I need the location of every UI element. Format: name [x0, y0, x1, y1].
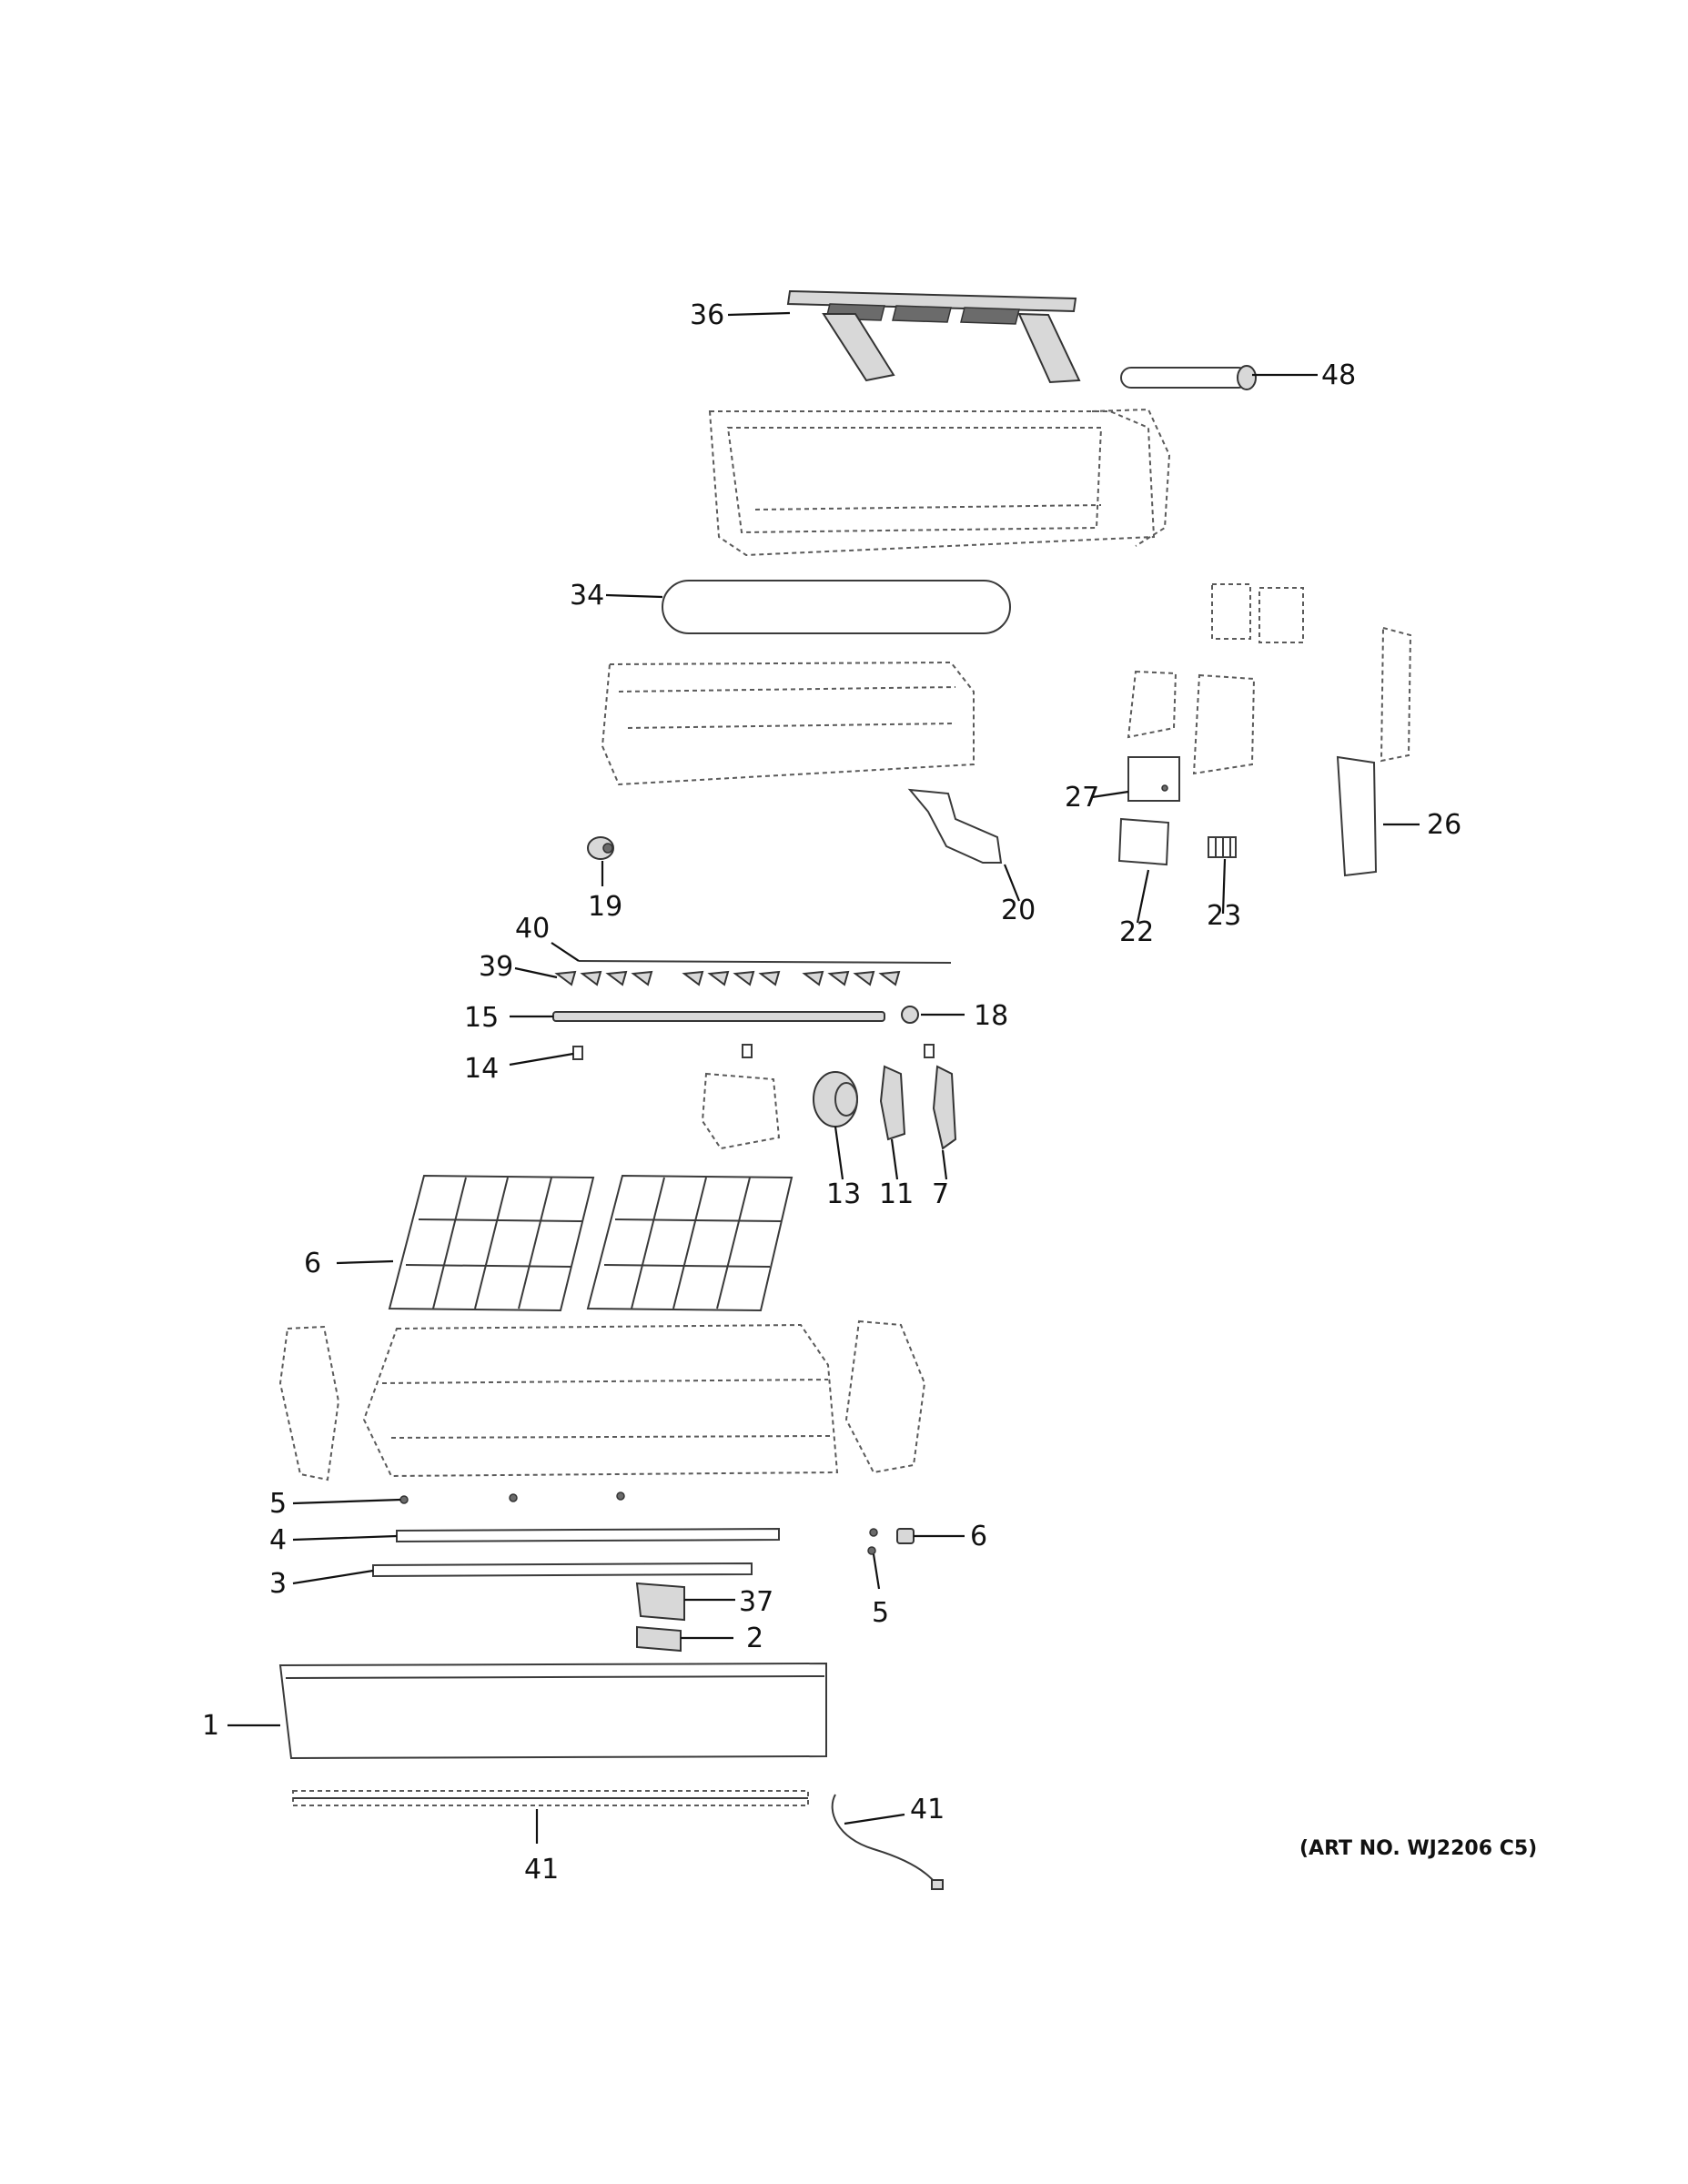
- callout-14: 7: [932, 1178, 949, 1210]
- louver-motor-part: [901, 1006, 919, 1024]
- callout-18: 14: [464, 1053, 499, 1085]
- front-panel-part: [278, 1662, 827, 1760]
- front-frame-part: [278, 1320, 926, 1481]
- callout-38: 39: [479, 951, 513, 983]
- callout-6: 6: [970, 1521, 987, 1552]
- display-pcb-part: [635, 1582, 685, 1622]
- callout-7: 5: [269, 1488, 287, 1520]
- control-board-part: [1127, 756, 1180, 802]
- callout-19: 15: [464, 1002, 499, 1034]
- louver-rail-part: [552, 1011, 885, 1022]
- vertical-louvers-part: [554, 970, 901, 986]
- screws-part: [399, 1491, 625, 1504]
- callout-13: 13: [826, 1178, 861, 1210]
- switch-part: [867, 1528, 878, 1555]
- callout-48: 48: [1321, 359, 1356, 391]
- power-cable-part: [831, 1794, 944, 1890]
- lower-horizontal-louver-part: [372, 1562, 753, 1578]
- stepper-motor-part: [896, 1528, 915, 1544]
- bearing-part: [587, 836, 614, 860]
- callout-25: 23: [1207, 900, 1241, 932]
- chassis-part: [708, 408, 1171, 557]
- display-board-part: [1336, 755, 1378, 877]
- art-number-label: (ART NO. WJ2206 C5): [1299, 1837, 1538, 1860]
- callout-36: 36: [690, 299, 724, 331]
- fan-motor-bracket-part: [701, 1072, 781, 1150]
- callout-4: 4: [269, 1524, 287, 1556]
- blower-wheel-part: [662, 580, 1011, 634]
- callout-24: 22: [1119, 916, 1154, 948]
- leader-lines: [227, 311, 1420, 1844]
- mounting-plate-part: [786, 289, 1081, 384]
- terminal-block-part: [1208, 836, 1237, 858]
- callout-22: 19: [588, 891, 622, 923]
- motor-holder-part: [879, 1065, 906, 1141]
- bearing-clips-part: [572, 1044, 935, 1060]
- fan-motor-part: [813, 1071, 858, 1127]
- motor-cover-part: [932, 1065, 957, 1150]
- louver-link-rod-part: [578, 960, 952, 964]
- control-box-covers-part: [1127, 583, 1412, 775]
- drain-bracket-part: [907, 788, 1003, 864]
- callout-labels: 36 48 34 27 26 19 20 22 23 40 39 15 18 1…: [202, 299, 1461, 1886]
- grille-strip-part: [292, 1790, 809, 1806]
- callout-26: 26: [1427, 809, 1461, 841]
- receiver-pcb-part: [636, 1625, 682, 1653]
- callout-11: 6: [304, 1248, 321, 1279]
- callout-34: 34: [570, 580, 604, 612]
- callout-37: 37: [739, 1586, 773, 1618]
- callout-20: 18: [974, 1000, 1008, 1032]
- callout-40: 41: [524, 1854, 559, 1886]
- callout-23: 20: [1001, 895, 1036, 926]
- upper-horizontal-louver-part: [396, 1527, 780, 1543]
- callout-1: 1: [202, 1710, 219, 1742]
- evaporator-coil-part: [601, 661, 975, 786]
- callout-15: 11: [879, 1178, 914, 1210]
- pipe-insulation-part: [1120, 365, 1257, 390]
- callout-39: 40: [515, 913, 550, 945]
- callout-41: 41: [910, 1794, 945, 1825]
- callout-27: 27: [1065, 782, 1099, 814]
- callout-5: 5: [872, 1597, 889, 1629]
- air-filters-part: [388, 1174, 793, 1312]
- pcb-cover-part: [1117, 817, 1170, 866]
- callout-2: 2: [746, 1623, 763, 1654]
- callout-3: 3: [269, 1568, 287, 1600]
